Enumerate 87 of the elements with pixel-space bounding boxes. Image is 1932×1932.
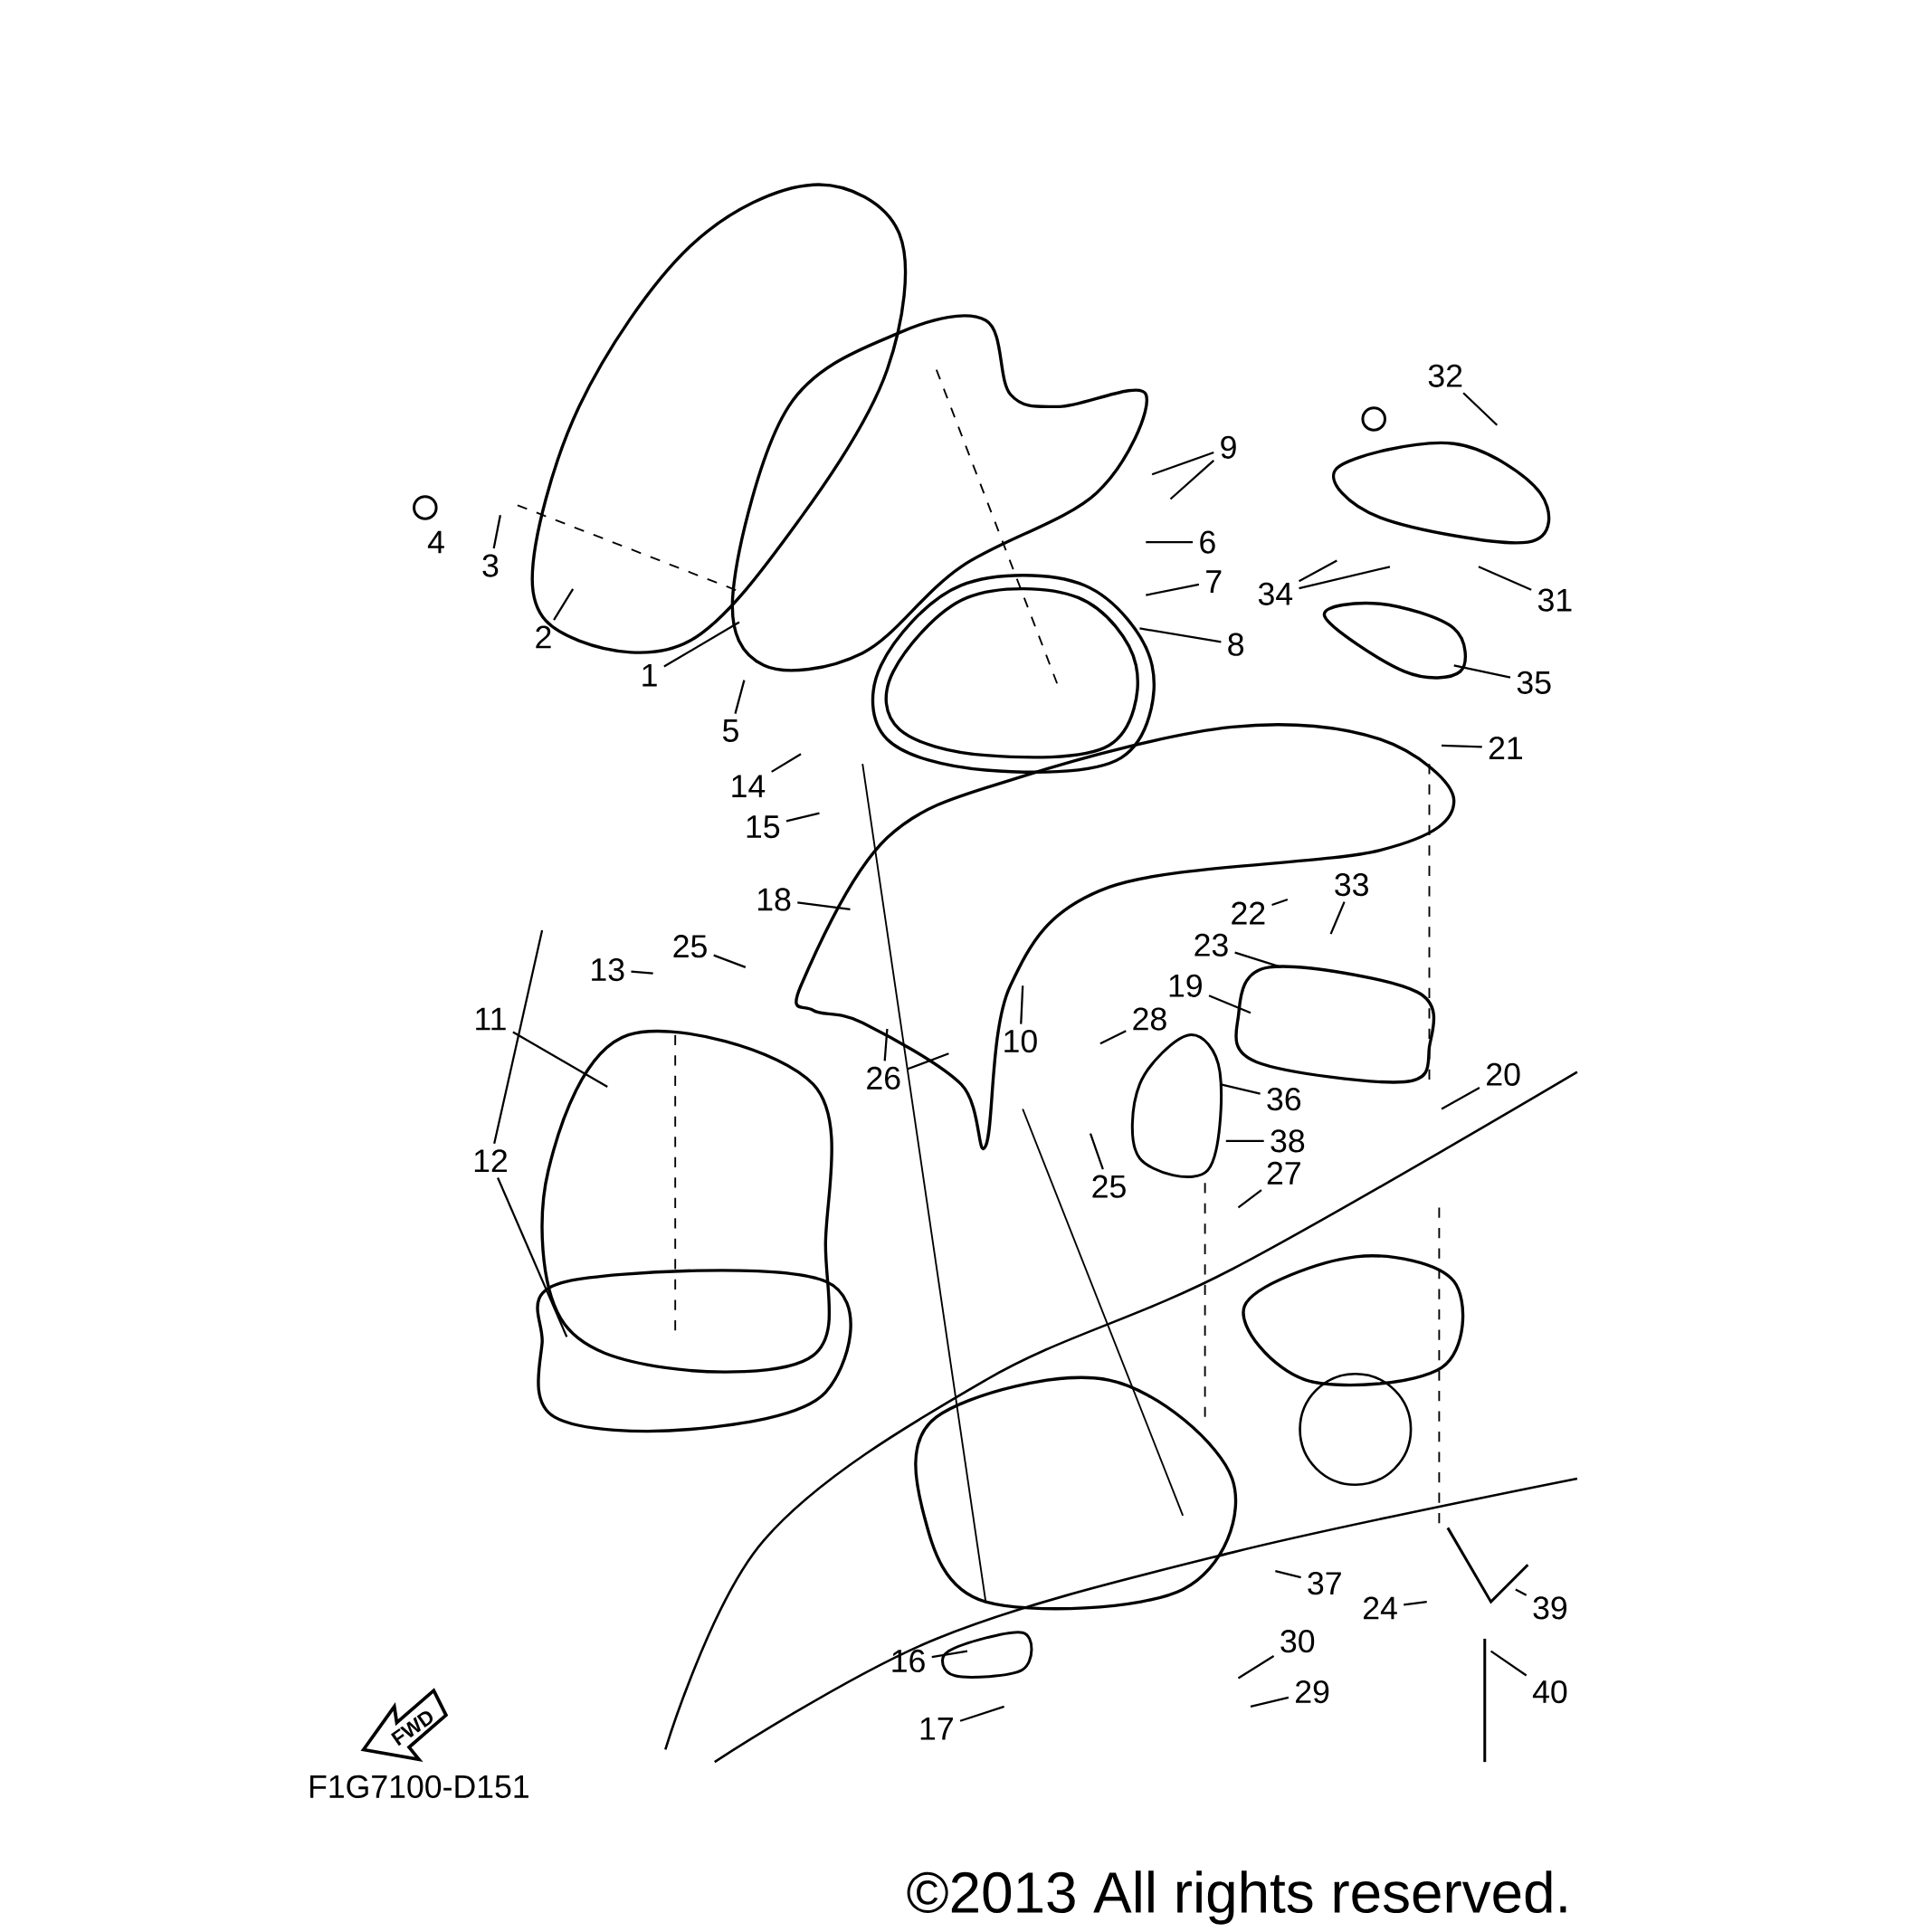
callout-number: 7	[1206, 570, 1222, 593]
callout-number: 13	[592, 957, 624, 982]
leader-line	[1151, 452, 1214, 476]
callout-number: 16	[892, 1649, 925, 1673]
leader-line	[1441, 1087, 1480, 1110]
leader-line	[1139, 627, 1222, 643]
leader-line	[1275, 1570, 1301, 1579]
leader-line	[797, 901, 851, 910]
leader-line	[663, 621, 740, 668]
callout-number: 40	[1532, 1680, 1567, 1704]
leader-line	[785, 812, 820, 823]
callout-number: 32	[1428, 364, 1462, 387]
callout-number: 2	[536, 625, 551, 649]
callout-number: 1	[642, 663, 657, 687]
leader-line	[1404, 1601, 1427, 1606]
leader-line	[1462, 392, 1499, 426]
callout-number: 37	[1308, 1572, 1341, 1595]
leader-line	[1234, 951, 1282, 968]
drawing-code: F1G7100-D151	[309, 1775, 528, 1798]
leader-line	[771, 753, 802, 773]
callout-number: 26	[867, 1066, 900, 1090]
callout-number: 29	[1296, 1680, 1329, 1704]
leader-line	[1515, 1588, 1528, 1596]
callout-number: 25	[1092, 1175, 1126, 1198]
callout-number: 34	[1258, 582, 1293, 605]
callout-number: 20	[1487, 1062, 1520, 1086]
leader-line	[631, 970, 653, 975]
leader-line	[1478, 566, 1532, 591]
leader-line	[1453, 664, 1511, 679]
callout-number: 19	[1169, 974, 1202, 997]
leader-line	[1146, 540, 1194, 544]
leader-line	[1099, 1030, 1127, 1045]
leader-line	[493, 929, 544, 1145]
leader-line	[1237, 1655, 1275, 1680]
leader-line	[1169, 459, 1214, 500]
callout-number: 24	[1364, 1596, 1397, 1620]
leader-line	[1442, 744, 1482, 748]
callout-number: 18	[757, 888, 791, 911]
leader-line	[907, 1052, 949, 1071]
callout-number: 27	[1267, 1161, 1300, 1185]
callout-number: 25	[673, 935, 707, 958]
callout-number: 38	[1271, 1129, 1305, 1153]
callout-number: 31	[1537, 588, 1572, 612]
leader-line	[1219, 1083, 1261, 1095]
leader-line	[1299, 559, 1337, 583]
callout-number: 11	[476, 1007, 506, 1031]
callout-number: 15	[747, 815, 780, 839]
leader-line	[1271, 898, 1289, 907]
leader-line	[713, 954, 747, 968]
callout-number: 3	[482, 554, 499, 577]
leader-line	[734, 680, 746, 714]
leader-line	[1250, 1696, 1290, 1708]
callout-number: 17	[920, 1718, 953, 1740]
callout-number: 23	[1194, 933, 1228, 956]
callout-number: 8	[1228, 633, 1244, 656]
copyright-note: ©2013 All rights reserved.	[907, 1870, 1566, 1925]
callout-number: 28	[1133, 1007, 1166, 1031]
leader-line	[959, 1705, 1004, 1722]
callout-number: 33	[1335, 873, 1368, 897]
callout-number: 14	[732, 775, 766, 797]
callout-number: 10	[1004, 1029, 1037, 1053]
callout-number: 39	[1533, 1596, 1567, 1620]
callout-number: 35	[1517, 671, 1551, 694]
leader-line	[1089, 1133, 1104, 1170]
callout-number: 12	[474, 1149, 508, 1173]
callout-number: 30	[1280, 1630, 1315, 1653]
leader-line	[1489, 1650, 1528, 1677]
callout-number: 22	[1232, 901, 1265, 925]
leader-line	[883, 1028, 889, 1061]
callout-number: 36	[1267, 1088, 1301, 1111]
callout-number: 9	[1221, 435, 1236, 459]
leader-line	[1020, 985, 1024, 1024]
leader-line	[1146, 583, 1200, 596]
callout-number: 6	[1200, 530, 1215, 554]
leader-line	[931, 1650, 968, 1659]
leader-line	[1225, 1139, 1264, 1142]
leader-line	[1299, 566, 1391, 590]
leader-line	[497, 1177, 568, 1337]
callout-number: 4	[427, 530, 444, 554]
leader-line	[1208, 995, 1252, 1014]
leader-line	[1237, 1189, 1262, 1209]
leader-line	[492, 514, 501, 549]
leader-line	[553, 588, 575, 621]
callout-number: 5	[722, 719, 738, 742]
leader-line	[1329, 901, 1346, 935]
leader-line	[512, 1031, 608, 1088]
callout-number: 21	[1489, 737, 1522, 759]
